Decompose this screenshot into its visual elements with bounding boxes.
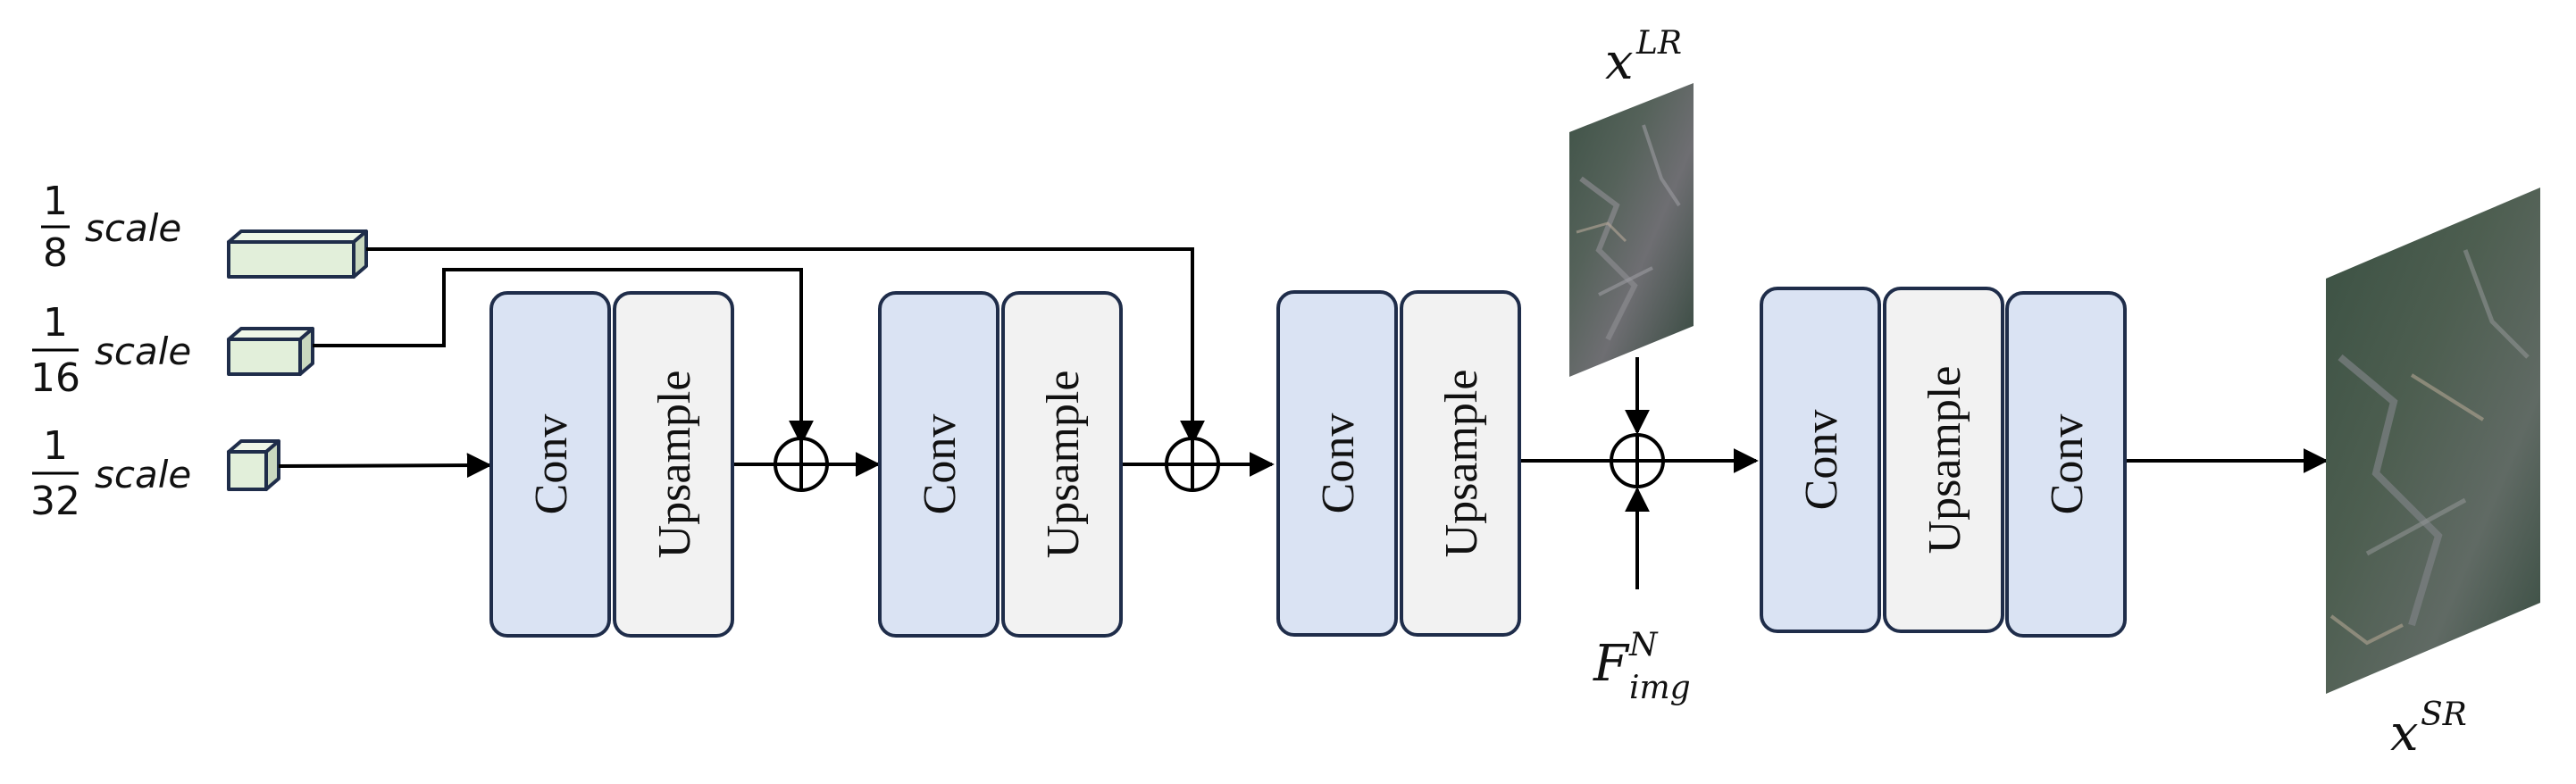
scale-denominator: 8 bbox=[43, 230, 68, 276]
stage-4: Conv Upsample Conv bbox=[1760, 287, 2127, 638]
conv-block bbox=[2005, 291, 2127, 638]
lr-satellite-image bbox=[1569, 83, 1694, 377]
x-lr-superscript: LR bbox=[1635, 25, 1682, 62]
scale-label-1-8: 1 8 scale bbox=[41, 179, 181, 276]
sum-node-2 bbox=[1165, 437, 1220, 492]
f-img-subscript: img bbox=[1629, 670, 1691, 706]
upsample-block bbox=[1400, 290, 1521, 637]
scale-label-1-16: 1 16 scale bbox=[30, 300, 191, 401]
x-lr-base: x bbox=[1605, 33, 1634, 91]
upsample-label: Upsample bbox=[1919, 366, 1970, 555]
conv-block bbox=[878, 291, 999, 638]
scale-denominator: 16 bbox=[30, 355, 80, 401]
label-x-sr: x SR bbox=[2390, 696, 2467, 763]
upsample-label: Upsample bbox=[1038, 371, 1089, 559]
scale-label-1-32: 1 32 scale bbox=[30, 423, 191, 524]
f-img-superscript: N bbox=[1628, 627, 1659, 663]
scale-numerator: 1 bbox=[43, 179, 68, 224]
upsample-label: Upsample bbox=[649, 371, 700, 559]
x-sr-superscript: SR bbox=[2421, 696, 2467, 733]
input-arrow-1-32 bbox=[278, 453, 492, 479]
scale-denominator: 32 bbox=[30, 479, 80, 524]
feature-cube-1-8 bbox=[227, 229, 368, 279]
scale-numerator: 1 bbox=[43, 300, 68, 346]
scale-word: scale bbox=[85, 206, 181, 250]
feature-cube-1-32 bbox=[227, 439, 280, 491]
conv-label: Conv bbox=[1796, 410, 1847, 511]
sum-node-3 bbox=[1610, 433, 1665, 488]
conv-label: Conv bbox=[2042, 414, 2093, 515]
scale-word: scale bbox=[95, 329, 191, 373]
label-f-img: F N img bbox=[1593, 627, 1691, 706]
feature-cube-1-16 bbox=[227, 327, 314, 376]
label-x-lr: x LR bbox=[1605, 25, 1682, 91]
x-sr-base: x bbox=[2390, 705, 2419, 763]
upsample-label: Upsample bbox=[1436, 370, 1487, 558]
conv-label: Conv bbox=[526, 414, 577, 515]
connectors bbox=[278, 247, 2329, 589]
upsample-block bbox=[1001, 291, 1123, 638]
scale-numerator: 1 bbox=[43, 423, 68, 469]
upsample-block bbox=[613, 291, 734, 638]
skip-arrow-1-16 bbox=[313, 268, 814, 446]
stage-2: Conv Upsample bbox=[878, 291, 1123, 638]
conv-block bbox=[1760, 287, 1881, 633]
sum-node-1 bbox=[774, 437, 829, 492]
conv-block bbox=[489, 291, 611, 638]
stage-1: Conv Upsample bbox=[489, 291, 734, 638]
stage-3: Conv Upsample bbox=[1276, 290, 1521, 637]
sr-satellite-image bbox=[2326, 188, 2540, 694]
conv-block bbox=[1276, 290, 1398, 637]
upsample-block bbox=[1883, 287, 2004, 633]
f-img-base: F bbox=[1593, 635, 1630, 693]
conv-label: Conv bbox=[1313, 413, 1364, 514]
conv-label: Conv bbox=[915, 414, 966, 515]
scale-word: scale bbox=[95, 453, 191, 496]
skip-arrow-1-8 bbox=[366, 247, 1205, 446]
